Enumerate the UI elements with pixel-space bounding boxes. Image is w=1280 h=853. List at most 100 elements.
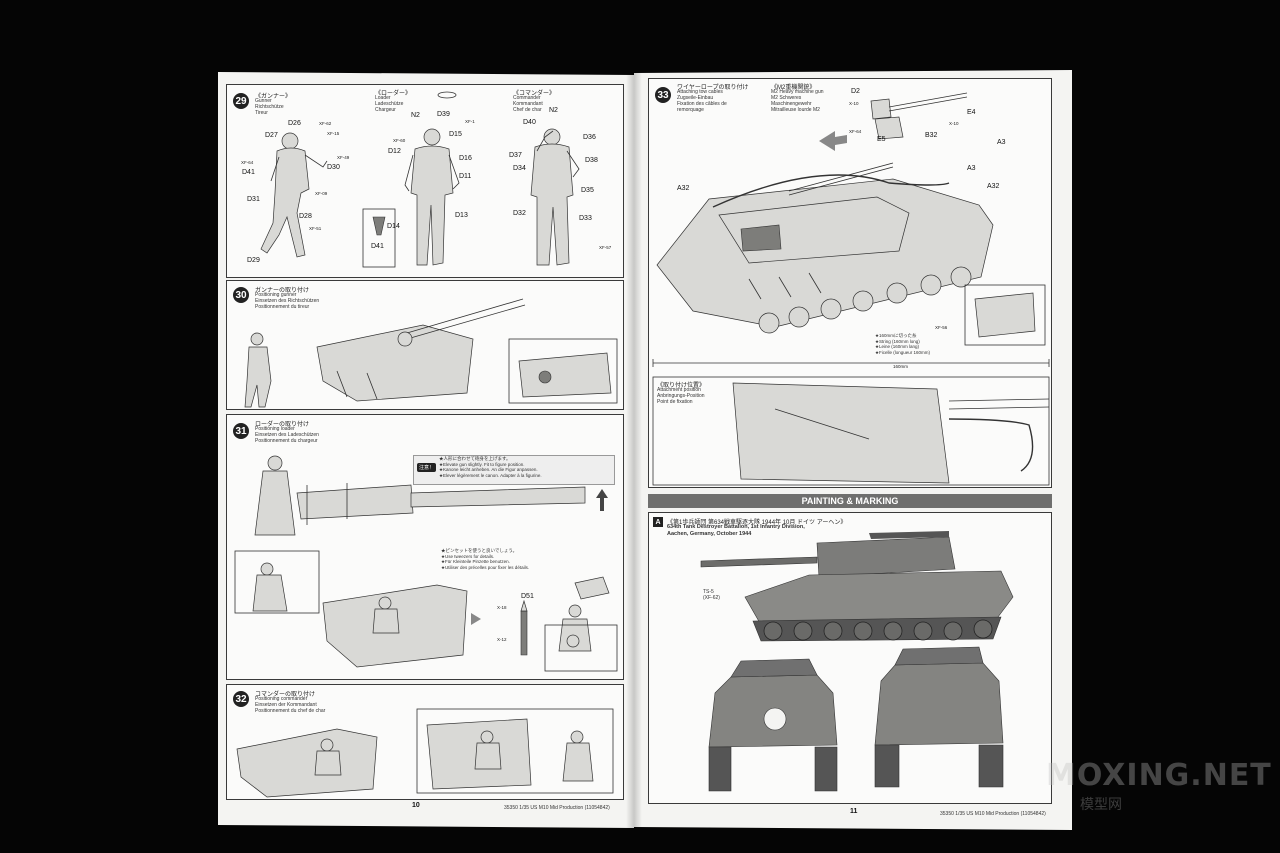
part-label: E4 <box>967 109 976 116</box>
part-label: D40 <box>523 119 536 126</box>
part-label: D39 <box>437 111 450 118</box>
part-label: D2 <box>851 88 860 95</box>
caution-icon: 注意！ <box>417 463 437 472</box>
paint-code: X-18 <box>497 605 507 610</box>
string-note: ★160mmに切った糸 ★String (160mm long) ★Leine … <box>875 333 931 355</box>
paint-code: XF-15 <box>327 131 340 136</box>
page-number: 10 <box>412 802 420 809</box>
step-31-illustration <box>234 455 618 672</box>
step-number: 30 <box>233 287 249 303</box>
part-label: D12 <box>388 148 401 155</box>
paint-code: X-10 <box>949 121 959 126</box>
paint-code: XF-56 <box>935 325 948 330</box>
dimension-label: 160mm <box>893 364 909 369</box>
part-label: D41 <box>242 169 255 176</box>
part-label: D31 <box>247 196 260 203</box>
step-31-panel: 31 ローダーの取り付け Positioning loader Einsetze… <box>226 414 624 680</box>
step-title-jp: ローダーの取り付け <box>255 422 310 428</box>
part-label: D26 <box>288 120 301 127</box>
part-label: D28 <box>299 213 312 220</box>
part-label: D11 <box>459 173 472 180</box>
part-label: A3 <box>967 165 976 172</box>
scheme-title-jp: 《第1歩兵師団 第634戦車駆逐大隊 1944年 10月 ドイツ アーヘン》 <box>667 520 847 526</box>
scheme-a-illustration <box>700 531 1014 792</box>
note-box <box>413 455 615 485</box>
step-title: Positioning commander Einsetzen der Komm… <box>255 696 326 714</box>
figure-gunner-title: Gunner Richtschütze Tireur <box>255 98 284 116</box>
part-label: A3 <box>997 139 1006 146</box>
page-footer: 35350 1/35 US M10 Mid Production (110548… <box>940 811 1046 817</box>
part-label: B32 <box>925 132 938 139</box>
step-title-jp: ワイヤーロープの取り付け <box>677 85 749 91</box>
step-29-panel: 29 《ガンナー》 Gunner Richtschütze Tireur 《ロー… <box>226 84 624 278</box>
paint-code: XF-64 <box>241 160 254 165</box>
paint-code: XF-57 <box>599 245 612 250</box>
part-label: A32 <box>987 183 1000 190</box>
gunner-figure <box>260 132 328 258</box>
part-label: D35 <box>581 187 594 194</box>
step-30-panel: 30 ガンナーの取り付け Positioning gunner Einsetze… <box>226 280 624 410</box>
paint-code: XF-1 <box>465 119 475 124</box>
step-number: 29 <box>233 93 249 109</box>
commander-figure <box>530 128 580 266</box>
tweezers-note: ★ピンセットを使うと良いでしょう。 ★Use tweezers for deta… <box>441 548 530 570</box>
part-label: D14 <box>387 223 400 230</box>
step-title: Positioning gunner Einsetzen des Richtsc… <box>255 292 320 310</box>
step-title: Positioning loader Einsetzen des Ladesch… <box>255 426 319 444</box>
book-gutter <box>626 72 642 828</box>
part-label: D33 <box>579 215 592 222</box>
step-33-panel: 33 ワイヤーロープの取り付け Attaching tow cables Zug… <box>648 78 1052 488</box>
paint-code: XF-51 <box>309 226 322 231</box>
part-label: D29 <box>247 257 260 264</box>
step-number: 31 <box>233 423 249 439</box>
paint-code: XF-62 <box>319 121 332 126</box>
figure-commander-title: Commander Kommandant Chef de char <box>513 95 543 113</box>
part-label: D30 <box>327 164 340 171</box>
part-label: D38 <box>585 157 598 164</box>
part-label: D32 <box>513 210 526 217</box>
loader-figure <box>404 91 460 266</box>
paint-code: XF-09 <box>315 191 328 196</box>
mg-title-jp: 《M2重機関銃》 <box>771 85 816 91</box>
paint-code: XF-64 <box>849 129 862 134</box>
scheme-letter: A <box>653 517 663 527</box>
step-title-jp: ガンナーの取り付け <box>255 288 310 294</box>
figure-illustrations <box>260 91 580 268</box>
mg-title: M2 Heavy machine gun M2 Schweres Maschin… <box>771 89 824 113</box>
part-label: D36 <box>583 134 596 141</box>
figure-gunner-jp: 《ガンナー》 <box>255 94 292 100</box>
part-label: N2 <box>549 107 558 114</box>
part-label: N2 <box>411 112 420 119</box>
figure-loader-jp: 《ローダー》 <box>375 91 412 97</box>
part-label: D51 <box>521 593 534 600</box>
page-number: 11 <box>850 808 858 815</box>
left-page: 29 《ガンナー》 Gunner Richtschütze Tireur 《ロー… <box>218 72 634 828</box>
watermark-sub: 模型网 <box>1080 796 1122 812</box>
part-label: D37 <box>509 152 522 159</box>
part-label: D34 <box>513 165 526 172</box>
next-arrow-icon <box>471 613 481 625</box>
scheme-a-panel: A 《第1歩兵師団 第634戦車駆逐大隊 1944年 10月 ドイツ アーヘン》… <box>648 512 1052 804</box>
part-label: D15 <box>449 131 462 138</box>
part-label: D16 <box>459 155 472 162</box>
step-33-illustration <box>652 92 1050 486</box>
painting-marking-banner: PAINTING & MARKING <box>648 494 1052 508</box>
paint-code: X-12 <box>497 637 507 642</box>
part-label: D27 <box>265 132 278 139</box>
attach-title-jp: 《取り付け位置》 <box>657 383 706 389</box>
step-number: 32 <box>233 691 249 707</box>
right-page: 33 ワイヤーロープの取り付け Attaching tow cables Zug… <box>634 70 1072 830</box>
elevate-arrow-icon <box>596 489 608 498</box>
step-number: 33 <box>655 87 671 103</box>
figure-loader-title: Loader Ladeschütze Chargeur <box>375 95 404 113</box>
paint-code: X-10 <box>849 101 859 106</box>
figure-commander-jp: 《コマンダー》 <box>513 91 556 97</box>
paint-code: XF-60 <box>393 138 406 143</box>
part-label: D41 <box>371 243 384 250</box>
step-title: Attaching tow cables Zugseile-Einbau Fix… <box>677 89 727 113</box>
note-text: ★人形に合わせて砲身を上げます。 ★Elevate gun slightly. … <box>439 456 542 478</box>
step-32-illustration <box>236 708 614 798</box>
paint-code: XF-49 <box>337 155 350 160</box>
page-footer: 35350 1/35 US M10 Mid Production (110548… <box>504 805 610 811</box>
